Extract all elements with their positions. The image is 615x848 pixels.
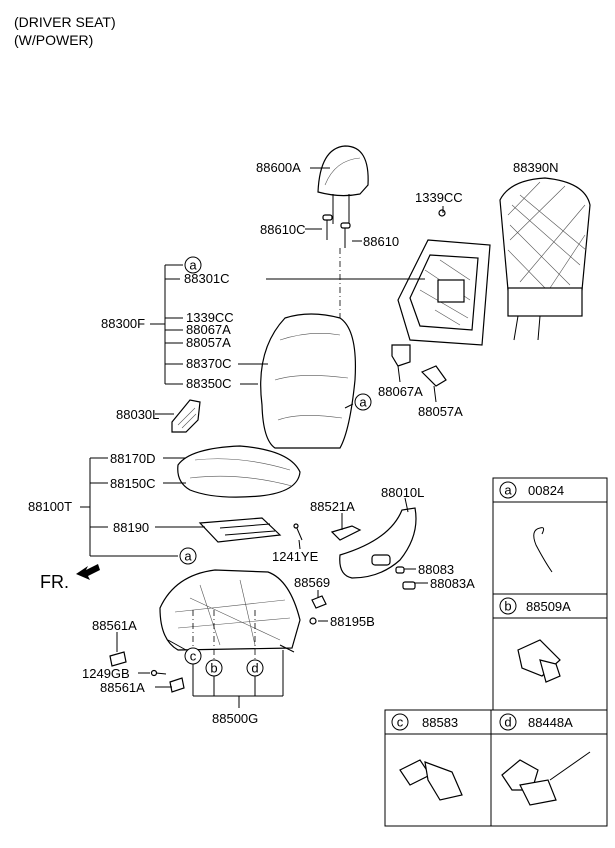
bolt-part (309, 617, 317, 625)
label-1339CC-nut: 1339CC (415, 190, 463, 205)
seat-cushion (177, 445, 301, 498)
hinge-right-part (420, 365, 447, 387)
label-88195B: 88195B (330, 614, 375, 629)
label-1241YE: 1241YE (272, 549, 319, 564)
leader-lines (80, 167, 444, 708)
label-88600A: 88600A (256, 160, 301, 175)
svg-text:b: b (504, 599, 511, 614)
callout-a-top: a (184, 256, 202, 274)
outer-shield-part (339, 507, 417, 579)
switch-part (330, 525, 362, 541)
knob-parts (395, 566, 416, 590)
svg-text:00824: 00824 (528, 483, 564, 498)
detail-box-a: a 00824 (492, 477, 608, 595)
svg-text:d: d (251, 661, 258, 676)
svg-text:88448A: 88448A (528, 715, 573, 730)
detail-box-b: b 88509A (492, 593, 608, 711)
label-88170D: 88170D (110, 451, 156, 466)
label-88010L: 88010L (381, 485, 424, 500)
front-arrow-icon (76, 564, 100, 580)
svg-text:b: b (210, 661, 217, 676)
screw-part (293, 523, 303, 541)
svg-text:88509A: 88509A (526, 599, 571, 614)
seatback-frame (397, 239, 491, 346)
label-88030L: 88030L (116, 407, 159, 422)
label-88057A-lower: 88057A (418, 404, 463, 419)
svg-text:88583: 88583 (422, 715, 458, 730)
label-88500G: 88500G (212, 711, 258, 726)
label-88083: 88083 (418, 562, 454, 577)
label-88057A-back: 88057A (186, 335, 231, 350)
label-88569: 88569 (294, 575, 330, 590)
label-88083A: 88083A (430, 576, 475, 591)
clip-part (311, 595, 327, 609)
hinge-left-part (391, 344, 411, 367)
callout-c-track: c (184, 647, 202, 665)
callout-b-track: b (205, 659, 223, 677)
svg-text:a: a (359, 395, 367, 410)
cushion-pan (198, 517, 282, 543)
callout-a-cushion: a (179, 547, 197, 565)
label-88067A-lower: 88067A (378, 384, 423, 399)
callout-a-back: a (354, 393, 372, 411)
label-88561A-top: 88561A (92, 618, 137, 633)
label-88390N: 88390N (513, 160, 559, 175)
label-1339CC-back: 1339CC (186, 310, 234, 325)
label-88521A: 88521A (310, 499, 355, 514)
seatback-rear-cover (499, 177, 591, 341)
svg-text:c: c (190, 649, 197, 664)
svg-text:a: a (184, 549, 192, 564)
label-88300F: 88300F (101, 316, 145, 331)
label-88610: 88610 (363, 234, 399, 249)
side-shield-part (171, 399, 201, 433)
detail-box-d: d 88448A (490, 709, 608, 827)
label-1249GB: 1249GB (82, 666, 130, 681)
label-88370C: 88370C (186, 356, 232, 371)
diagram-title-line1: (DRIVER SEAT) (14, 14, 116, 30)
svg-text:d: d (504, 715, 511, 730)
label-88190: 88190 (113, 520, 149, 535)
headrest-part (317, 145, 369, 224)
callout-d-track: d (246, 659, 264, 677)
diagram-title-line2: (W/POWER) (14, 32, 94, 48)
label-88610C: 88610C (260, 222, 306, 237)
label-88561A-bottom: 88561A (100, 680, 145, 695)
label-front: FR. (40, 572, 69, 592)
label-88067A-back: 88067A (186, 322, 231, 337)
bracket-parts (109, 651, 185, 693)
headrest-guides (322, 214, 351, 248)
label-88301C: 88301C (184, 271, 230, 286)
svg-text:a: a (189, 258, 197, 273)
seat-track-assembly (159, 569, 301, 653)
detail-box-c: c 88583 (384, 709, 492, 827)
svg-text:a: a (504, 483, 512, 498)
nut-part (438, 209, 446, 217)
label-88100T: 88100T (28, 499, 72, 514)
seatback-cushion (260, 248, 357, 449)
label-88150C: 88150C (110, 476, 156, 491)
svg-text:c: c (397, 715, 404, 730)
label-88350C: 88350C (186, 376, 232, 391)
